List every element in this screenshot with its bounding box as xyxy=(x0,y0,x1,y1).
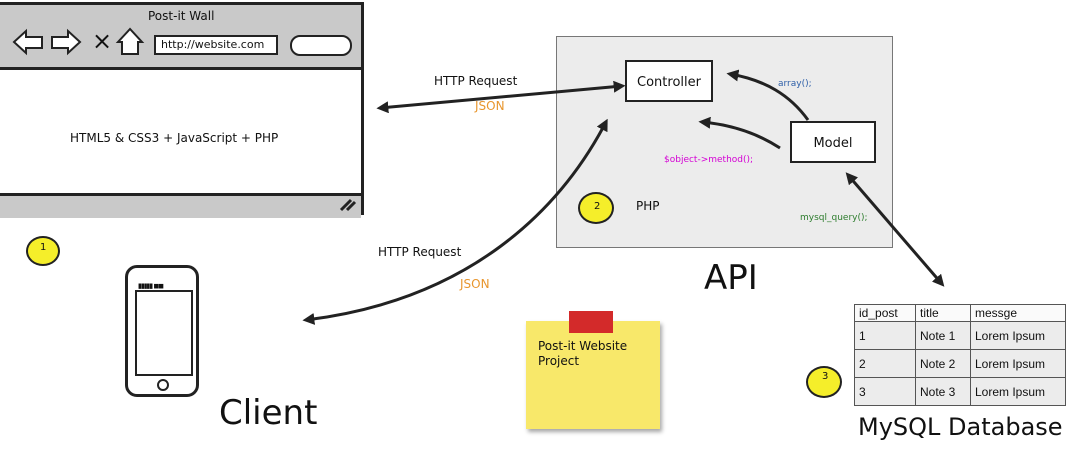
tape-strip xyxy=(569,311,613,333)
api-title: API xyxy=(704,258,758,298)
phone-device: ▮▮▮▮▮ ◼◼ xyxy=(125,265,199,397)
table-row: 1 Note 1 Lorem Ipsum xyxy=(854,321,1066,350)
table-cell: Note 3 xyxy=(915,377,971,406)
client-title: Client xyxy=(219,393,318,433)
method-call-label: $object->method(); xyxy=(664,155,754,165)
browser-window: Post-it Wall × http://website.com HTML5 … xyxy=(0,2,364,218)
table-header-row: id_post title messge xyxy=(854,304,1066,322)
table-row: 2 Note 2 Lorem Ipsum xyxy=(854,349,1066,378)
table-cell: Lorem Ipsum xyxy=(970,321,1066,350)
table-cell: Note 1 xyxy=(915,321,971,350)
badge-three: 3 xyxy=(806,366,842,398)
php-label: PHP xyxy=(636,199,660,213)
column-header: messge xyxy=(970,304,1066,322)
url-field[interactable]: http://website.com xyxy=(154,35,278,55)
post-it-note xyxy=(526,321,660,429)
phone-status-bar: ▮▮▮▮▮ ◼◼ xyxy=(138,282,164,290)
model-controller-arrow-method xyxy=(698,116,781,150)
web-api-arrow xyxy=(376,80,626,114)
database-table: id_post title messge 1 Note 1 Lorem Ipsu… xyxy=(854,304,1066,406)
forward-arrow-icon[interactable] xyxy=(51,28,82,56)
model-controller-arrow-array xyxy=(726,69,810,121)
query-call-label: mysql_query(); xyxy=(800,213,868,223)
note-line-2: Project xyxy=(538,354,580,368)
phone-screen xyxy=(135,290,193,376)
column-header: id_post xyxy=(854,304,916,322)
table-cell: 2 xyxy=(854,349,916,378)
table-row: 3 Note 3 Lorem Ipsum xyxy=(854,377,1066,406)
badge-two: 2 xyxy=(578,192,614,224)
column-header: title xyxy=(915,304,971,322)
database-title: MySQL Database xyxy=(858,413,1063,441)
table-cell: Lorem Ipsum xyxy=(970,349,1066,378)
table-cell: Note 2 xyxy=(915,349,971,378)
model-box: Model xyxy=(790,121,876,163)
home-icon[interactable] xyxy=(115,27,145,55)
table-cell: Lorem Ipsum xyxy=(970,377,1066,406)
badge-one: 1 xyxy=(26,236,60,266)
search-field[interactable] xyxy=(290,35,352,56)
table-cell: 1 xyxy=(854,321,916,350)
stop-icon[interactable]: × xyxy=(92,27,113,55)
browser-title: Post-it Wall xyxy=(148,9,215,23)
browser-nav-icons xyxy=(12,27,307,56)
mobile-api-arrow xyxy=(302,118,608,325)
browser-content-label: HTML5 & CSS3 + JavaScript + PHP xyxy=(70,131,279,145)
table-cell: 3 xyxy=(854,377,916,406)
browser-statusbar xyxy=(0,193,361,218)
back-arrow-icon[interactable] xyxy=(12,28,43,56)
controller-box: Controller xyxy=(625,60,713,102)
phone-home-button[interactable] xyxy=(157,379,169,391)
array-call-label: array(); xyxy=(778,79,812,89)
model-database-arrow xyxy=(845,172,945,287)
note-line-1: Post-it Website xyxy=(538,339,628,353)
